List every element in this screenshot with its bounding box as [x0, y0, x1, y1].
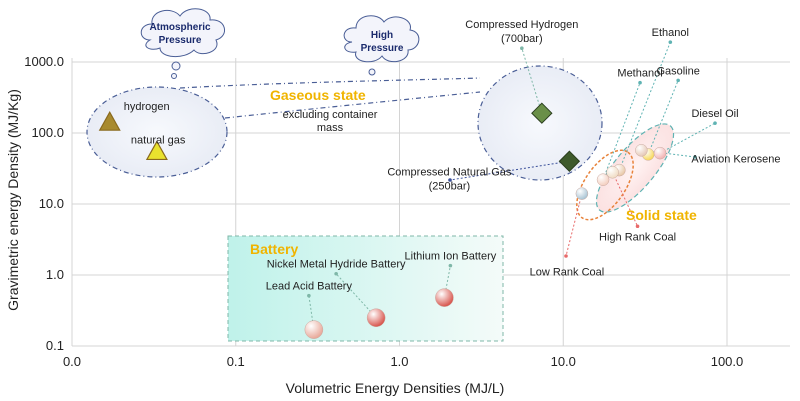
leader-line [335, 273, 377, 319]
marker-sphere [304, 320, 324, 339]
point-label: High Rank Coal [599, 231, 676, 243]
y-tick-label: 100.0 [31, 125, 64, 140]
point-label-line: Compressed Natural Gas [387, 166, 512, 178]
marker-sphere [435, 288, 454, 307]
cloud-high-line-1: High [371, 30, 393, 41]
marker-diamond [531, 102, 553, 124]
y-axis-title: Gravimetric energy Density (MJ/Kg) [5, 89, 21, 311]
cloud-atmospheric-line-1: Atmospheric [149, 22, 211, 33]
leader-tip [676, 78, 680, 83]
marker-sphere [606, 166, 619, 179]
pressure-clouds: Atmospheric Pressure High Pressure [140, 8, 420, 79]
marker-sphere [575, 187, 589, 200]
solid-region [576, 123, 675, 221]
cloud-atmospheric: Atmospheric Pressure [140, 8, 225, 79]
leader-line [659, 122, 716, 154]
leader-tip [638, 80, 642, 85]
point-label: Ethanol [652, 27, 689, 39]
point-label-line: Nickel Metal Hydride Battery [267, 259, 406, 271]
point-label-line: (700bar) [501, 33, 543, 45]
y-tick-label: 10.0 [39, 196, 64, 211]
x-tick-label: 100.0 [711, 354, 744, 369]
point-label: natural gas [131, 134, 186, 146]
gaseous-region [86, 65, 603, 181]
x-tick-label: 0.1 [227, 354, 245, 369]
point-label: Compressed Hydrogen (700bar) [465, 19, 578, 45]
x-axis-title: Volumetric Energy Densities (MJ/L) [286, 380, 505, 396]
point-label-line: (250bar) [429, 180, 471, 192]
point-label: Gasoline [656, 65, 699, 77]
point-label: Nickel Metal Hydride Battery [267, 259, 406, 271]
battery-region [227, 235, 504, 342]
point-label: Compressed Natural Gas (250bar) [387, 166, 512, 192]
cloud-high-line-2: Pressure [361, 43, 404, 54]
point-label: Lead Acid Battery [266, 281, 353, 293]
x-tick-label: 10.0 [551, 354, 576, 369]
leader-tip [520, 46, 524, 51]
leader-line [602, 82, 641, 180]
marker-triangle [145, 140, 168, 161]
leader-line [521, 48, 543, 114]
gaseous-note-line-2: mass [317, 122, 344, 134]
leader-tip [448, 263, 453, 268]
point-label-line: Lithium Ion Battery [405, 251, 497, 263]
group-label-battery: Battery [250, 241, 298, 257]
point-label-line: Aviation Kerosene [691, 153, 780, 165]
leader-line [612, 172, 638, 227]
point-label-line: Compressed Hydrogen [465, 19, 578, 31]
leader-tip [713, 121, 717, 125]
leader-tip [668, 40, 673, 44]
point-label-line: Gasoline [656, 65, 699, 77]
point-label-line: Diesel Oil [691, 108, 738, 120]
x-tick-label: 1.0 [390, 354, 408, 369]
point-label-line: Ethanol [652, 27, 689, 39]
leader-tip [564, 254, 568, 258]
marker-sphere [635, 144, 648, 157]
marker-triangle [98, 110, 121, 131]
cloud-high: High Pressure [343, 15, 420, 76]
marker-sphere [596, 173, 610, 186]
y-tick-label: 1000.0 [24, 54, 64, 69]
y-tick-label: 1.0 [46, 267, 64, 282]
cloud-atmospheric-line-2: Pressure [159, 35, 202, 46]
point-label: Diesel Oil [691, 108, 738, 120]
point-label-line: Low Rank Coal [530, 267, 605, 279]
point-label: hydrogen [124, 101, 170, 113]
group-label-gaseous: Gaseous state [270, 87, 366, 103]
leader-tip [334, 271, 338, 276]
leader-tip [448, 178, 452, 182]
marker-diamond [558, 150, 581, 172]
marker-sphere [653, 146, 667, 160]
point-label-line: hydrogen [124, 101, 170, 113]
leader-line [449, 160, 570, 181]
leader-tip [693, 155, 697, 159]
point-label-line: natural gas [131, 134, 186, 146]
gaseous-note-line-1: excluding container [283, 109, 378, 121]
point-label: Lithium Ion Battery [405, 251, 497, 263]
group-label-solid: Solid state [626, 207, 697, 223]
point-label-line: Methanol [617, 68, 662, 80]
point-labels: hydrogen natural gas Compressed Hydrogen (7… [124, 19, 781, 292]
y-tick-label: 0.1 [46, 338, 64, 353]
point-label: Low Rank Coal [530, 267, 605, 279]
leader-line [565, 193, 583, 257]
point-label: Aviation Kerosene [691, 153, 780, 165]
leader-tip [307, 293, 311, 298]
point-label: Methanol [617, 68, 662, 80]
data-markers [98, 102, 667, 339]
point-label-line: Lead Acid Battery [266, 281, 353, 293]
marker-sphere [366, 308, 386, 327]
point-label-line: High Rank Coal [599, 231, 676, 243]
x-tick-label: 0.0 [63, 354, 81, 369]
leader-line [647, 80, 679, 155]
leader-line [618, 41, 671, 171]
leader-tip [635, 224, 640, 229]
